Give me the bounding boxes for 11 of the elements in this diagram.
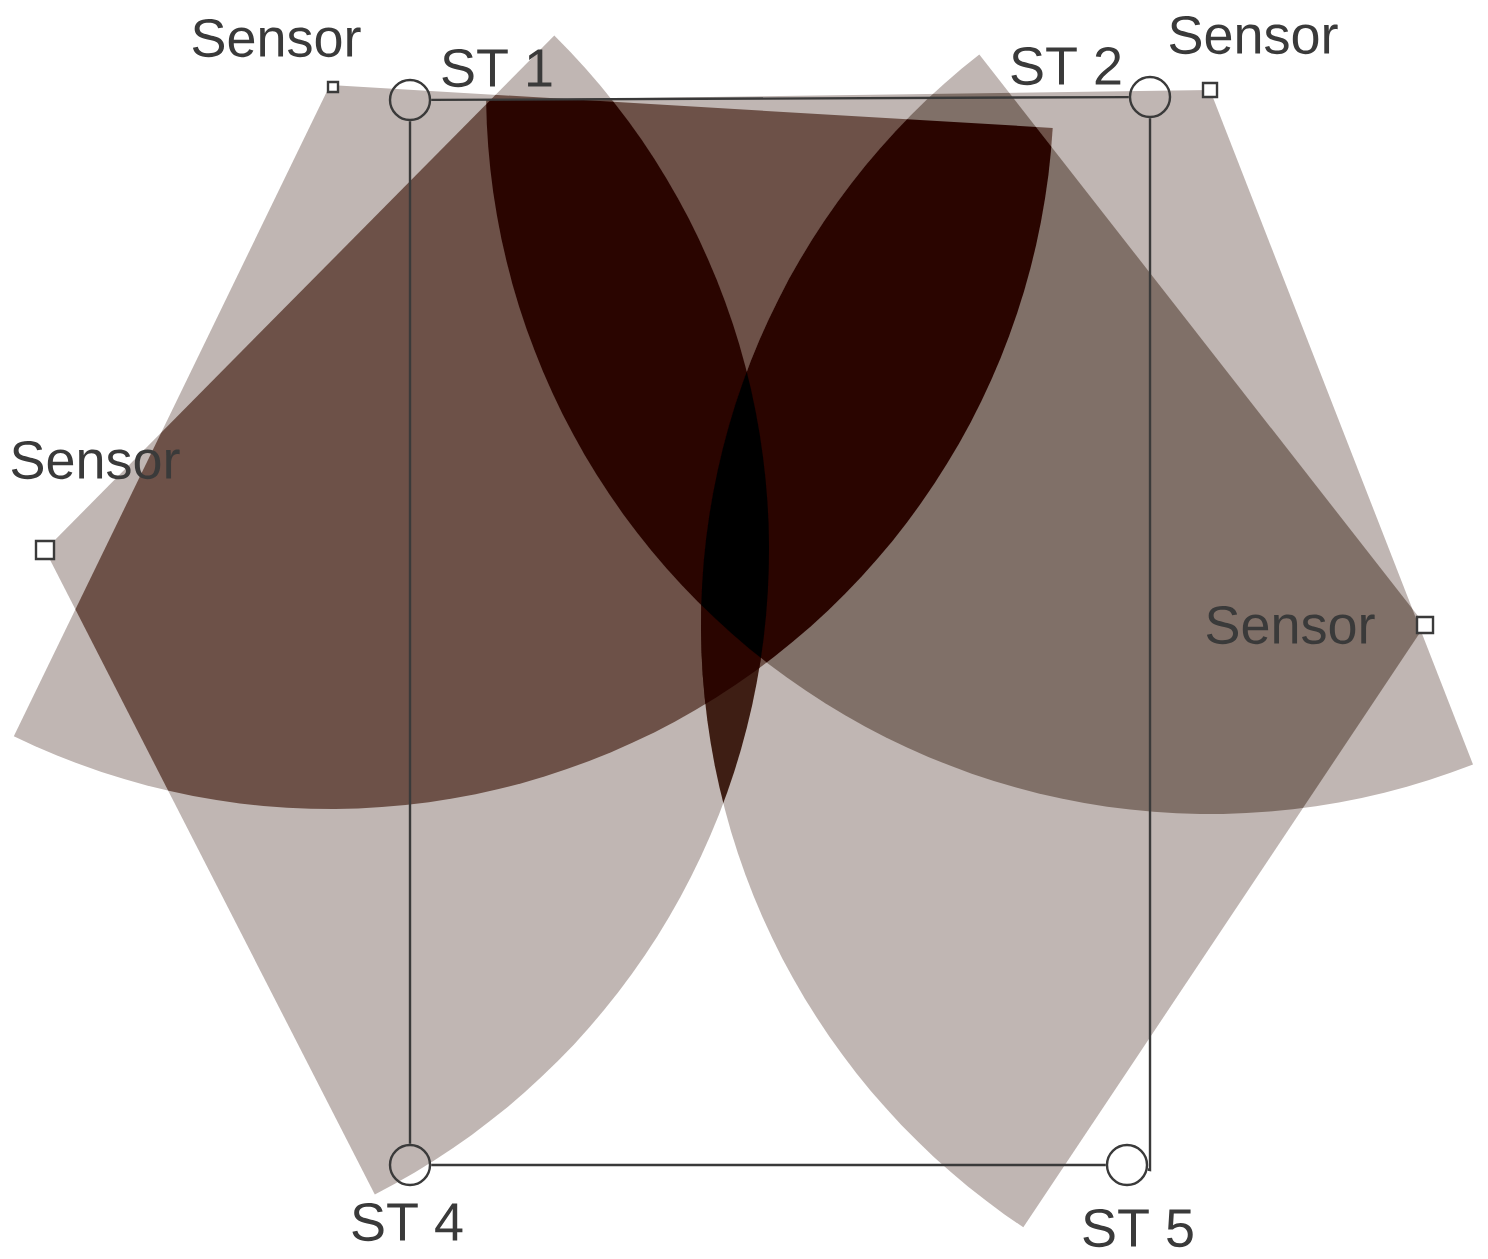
sensor-label: Sensor [1206, 605, 1375, 645]
sensor-label: Sensor [192, 18, 361, 58]
station-label: ST 1 [442, 48, 552, 88]
sensor-label: Sensor [1169, 15, 1338, 55]
station-label: ST 2 [1011, 46, 1121, 86]
station-label: ST 4 [352, 1202, 463, 1242]
connector-line [1146, 118, 1152, 1172]
connector-line [408, 121, 412, 1144]
connector-line [431, 1163, 1106, 1167]
station-label: ST 5 [1083, 1208, 1193, 1248]
connector-line [431, 95, 1129, 102]
